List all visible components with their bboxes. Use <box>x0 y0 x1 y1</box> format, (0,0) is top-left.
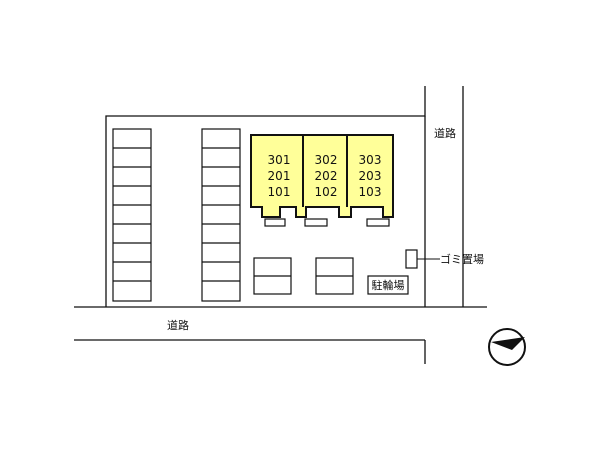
garbage-area-box <box>405 249 418 269</box>
unit-label: 102 <box>315 185 338 199</box>
building-unit-dividers <box>302 135 348 207</box>
unit-label: 303 <box>359 153 382 167</box>
parking-lower <box>253 257 354 295</box>
garbage-area-label: ゴミ置場 <box>440 252 484 266</box>
road-label-right: 道路 <box>434 126 456 140</box>
unit-label: 201 <box>268 169 291 183</box>
unit-labels: 301 201 101 302 202 102 303 203 103 <box>268 153 382 199</box>
bicycle-parking-box <box>367 275 409 295</box>
parking-column-right <box>201 128 241 302</box>
unit-label: 101 <box>268 185 291 199</box>
parking-column-left <box>112 128 152 302</box>
building-steps <box>264 218 390 227</box>
site-boundary <box>105 86 426 307</box>
unit-label: 302 <box>315 153 338 167</box>
compass-arrow-icon <box>488 328 526 366</box>
unit-label: 301 <box>268 153 291 167</box>
unit-label: 203 <box>359 169 382 183</box>
apartment-building <box>250 134 394 218</box>
road-label-bottom: 道路 <box>167 318 189 332</box>
roads <box>74 86 487 364</box>
bicycle-parking-label: 駐輪場 <box>372 278 405 292</box>
unit-label: 103 <box>359 185 382 199</box>
unit-label: 202 <box>315 169 338 183</box>
